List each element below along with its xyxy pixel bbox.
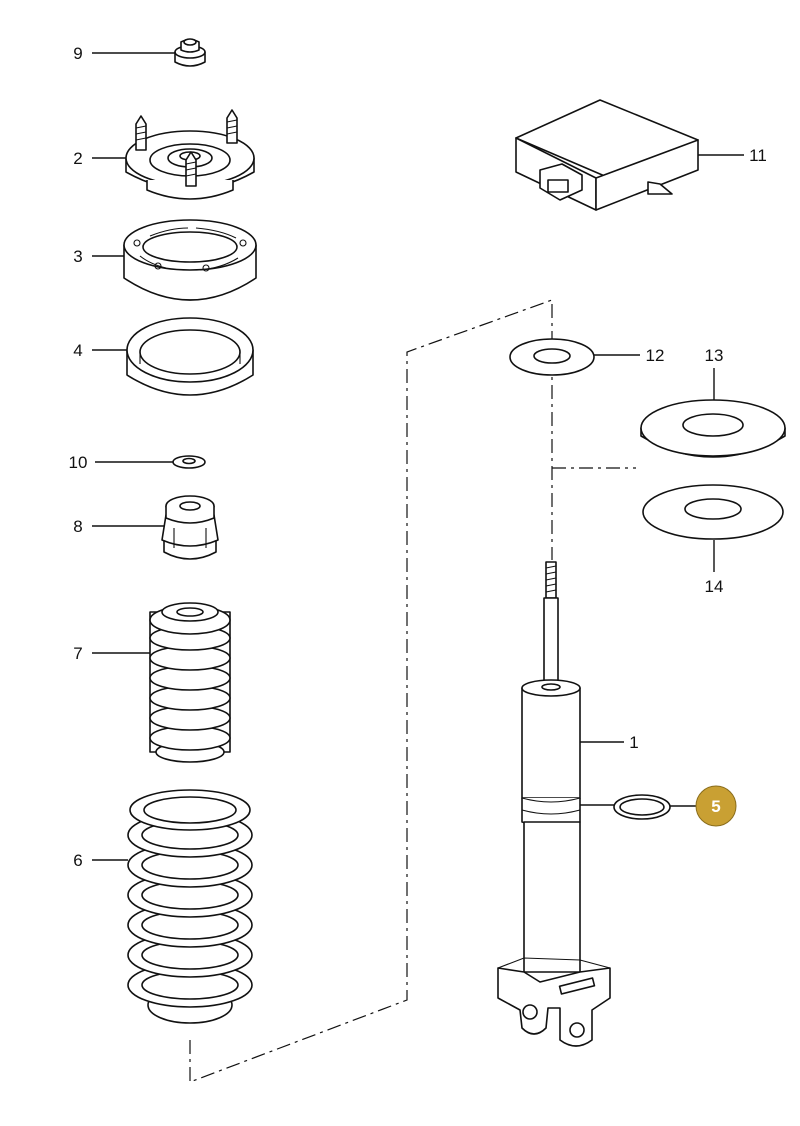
part-4-ring xyxy=(126,317,254,396)
part-3-spacer-ring xyxy=(123,219,257,301)
part-13-disc xyxy=(640,399,786,458)
callout-10: 10 xyxy=(69,453,88,472)
callout-labels: 9 2 3 4 10 8 7 6 11 12 13 14 1 xyxy=(69,44,767,870)
part-11-control-unit xyxy=(515,99,699,211)
callout-8: 8 xyxy=(73,517,82,536)
callout-12: 12 xyxy=(646,346,665,365)
part-10-small-washer xyxy=(172,455,206,469)
part-9-nut xyxy=(174,38,206,67)
part-14-disc xyxy=(642,484,784,540)
callout-13: 13 xyxy=(705,346,724,365)
part-1-shock-absorber xyxy=(497,561,611,1047)
part-6-coil-spring xyxy=(127,789,253,1024)
callout-4: 4 xyxy=(73,341,82,360)
part-12-washer xyxy=(509,338,595,376)
callout-11: 11 xyxy=(749,146,767,165)
callout-3: 3 xyxy=(73,247,82,266)
part-7-dust-boot xyxy=(149,602,231,763)
callout-5-badge[interactable]: 5 xyxy=(695,785,737,827)
part-8-bump-stop xyxy=(161,495,219,560)
callout-7: 7 xyxy=(73,644,82,663)
leader-lines xyxy=(92,52,744,861)
part-2-top-mount xyxy=(125,109,255,200)
callout-2: 2 xyxy=(73,149,82,168)
part-5-ring xyxy=(613,794,671,820)
callout-5[interactable]: 5 xyxy=(711,797,720,816)
callout-6: 6 xyxy=(73,851,82,870)
callout-1: 1 xyxy=(629,733,638,752)
callout-9: 9 xyxy=(73,44,82,63)
highlight-badge-circle[interactable] xyxy=(695,785,737,827)
callout-14: 14 xyxy=(705,577,724,596)
